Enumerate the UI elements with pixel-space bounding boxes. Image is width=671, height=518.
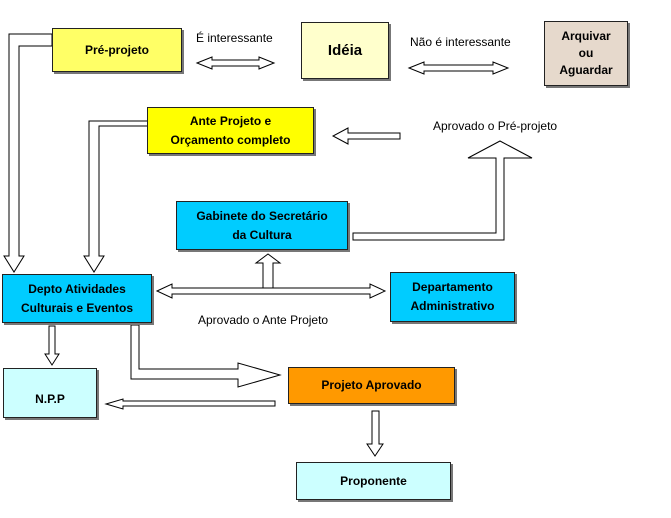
double-arrow-ideia-arquivar [407, 61, 510, 75]
label-aprovado-pre-projeto: Aprovado o Pré-projeto [433, 119, 558, 133]
ante-projeto-box: Ante Projeto e Orçamento completo [147, 107, 314, 154]
depto-atividades-box: Depto Atividades Culturais e Eventos [2, 274, 152, 323]
elbow-arrow-depto-to-projeto [130, 324, 282, 388]
double-arrow-depto-adm [155, 283, 387, 299]
elbow-arrow-ante-to-depto [83, 120, 149, 273]
arrow-to-ante-projeto [331, 127, 401, 145]
elbow-arrow-gabinete-up [352, 140, 533, 241]
departamento-adm-box: Departamento Administrativo [390, 272, 515, 322]
elbow-arrow-pre-to-depto [3, 33, 53, 273]
double-arrow-pre-ideia [195, 56, 276, 70]
gabinete-box: Gabinete do Secretário da Cultura [176, 201, 348, 250]
arrow-to-npp [104, 398, 276, 410]
label-aprovado-ante-projeto: Aprovado o Ante Projeto [198, 313, 329, 327]
ideia-box: Idéia [301, 22, 389, 79]
proponente-box: Proponente [296, 462, 451, 500]
arquivar-box: Arquivar ou Aguardar [544, 21, 628, 86]
projeto-aprovado-box: Projeto Aprovado [288, 367, 455, 404]
label-nao-interessante: Não é interessante [410, 35, 511, 49]
npp-box: N.P.P [3, 368, 97, 418]
arrow-up-to-gabinete [254, 253, 282, 289]
label-interessante: É interessante [196, 31, 273, 45]
pre-projeto-box: Pré-projeto [52, 28, 182, 72]
arrow-down-to-proponente [366, 410, 384, 457]
arrow-down-to-npp [44, 325, 60, 366]
